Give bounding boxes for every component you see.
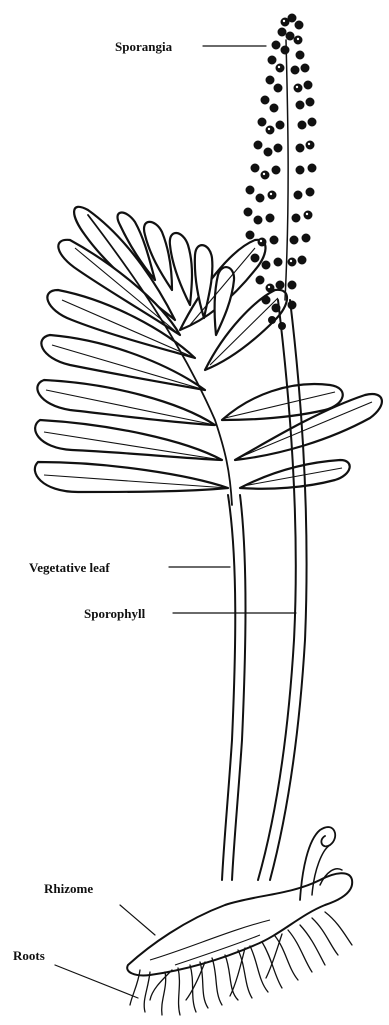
sporangia-clusters <box>244 14 316 330</box>
roots-label: Roots <box>13 948 45 963</box>
roots-leader <box>55 965 138 998</box>
rhizome-label: Rhizome <box>44 881 93 896</box>
vegetative-leaf-stalk <box>222 495 246 880</box>
vegetative-leaf-blade <box>35 207 382 492</box>
sporangia-label: Sporangia <box>115 39 173 54</box>
sporophyll-label: Sporophyll <box>84 606 146 621</box>
vegetative-leaf-label: Vegetative leaf <box>29 560 110 575</box>
leader-lines <box>55 46 296 998</box>
rhizome-leader <box>120 905 155 935</box>
roots <box>130 912 352 1015</box>
